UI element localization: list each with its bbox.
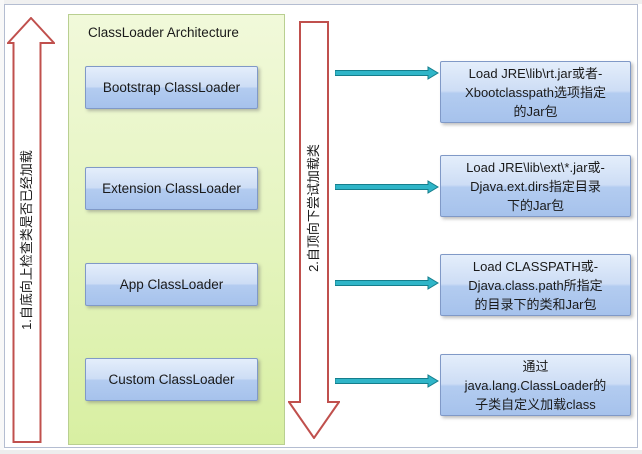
desc-box-bootstrap-target: Load JRE\lib\rt.jar或者- Xbootclasspath选项指… [440, 61, 631, 123]
top-down-load-label: 2.自顶向下尝试加载类 [306, 144, 321, 272]
desc-box-extension-target: Load JRE\lib\ext\*.jar或- Djava.ext.dirs指… [440, 155, 631, 217]
bottom-up-check-label: 1.自底向上检查类是否已经加载 [19, 150, 34, 330]
outer-margin-top [0, 0, 642, 4]
panel-title: ClassLoader Architecture [88, 25, 239, 40]
loader-label: Extension ClassLoader [102, 181, 241, 196]
loader-label: Custom ClassLoader [108, 372, 235, 387]
down-arrow-icon [288, 21, 340, 439]
loader-box-app: App ClassLoader [85, 263, 258, 306]
flow-arrow-icon [335, 374, 439, 388]
loader-label: Bootstrap ClassLoader [102, 80, 241, 95]
desc-box-app-target: Load CLASSPATH或- Djava.class.path所指定 的目录… [440, 254, 631, 316]
desc-box-custom-target: 通过 java.lang.ClassLoader的 子类自定义加载class [440, 354, 631, 416]
desc-text: Load CLASSPATH或- Djava.class.path所指定 的目录… [468, 258, 603, 312]
loader-box-custom: Custom ClassLoader [85, 358, 258, 401]
up-arrow-icon [7, 17, 55, 443]
flow-arrow-icon [335, 66, 439, 80]
outer-margin-left [0, 0, 4, 454]
flow-arrow-icon [335, 276, 439, 290]
loader-box-bootstrap: Bootstrap ClassLoader [85, 66, 258, 109]
loader-label: App ClassLoader [119, 277, 224, 292]
loader-box-extension: Extension ClassLoader [85, 167, 258, 210]
desc-text: Load JRE\lib\ext\*.jar或- Djava.ext.dirs指… [466, 159, 605, 213]
flow-arrow-icon [335, 180, 439, 194]
desc-text: Load JRE\lib\rt.jar或者- Xbootclasspath选项指… [465, 65, 606, 119]
outer-margin-bottom [0, 450, 642, 454]
page-border [4, 4, 638, 448]
desc-text: 通过 java.lang.ClassLoader的 子类自定义加载class [464, 358, 607, 412]
classloader-panel: ClassLoader Architecture Bootstrap Class… [68, 14, 285, 445]
